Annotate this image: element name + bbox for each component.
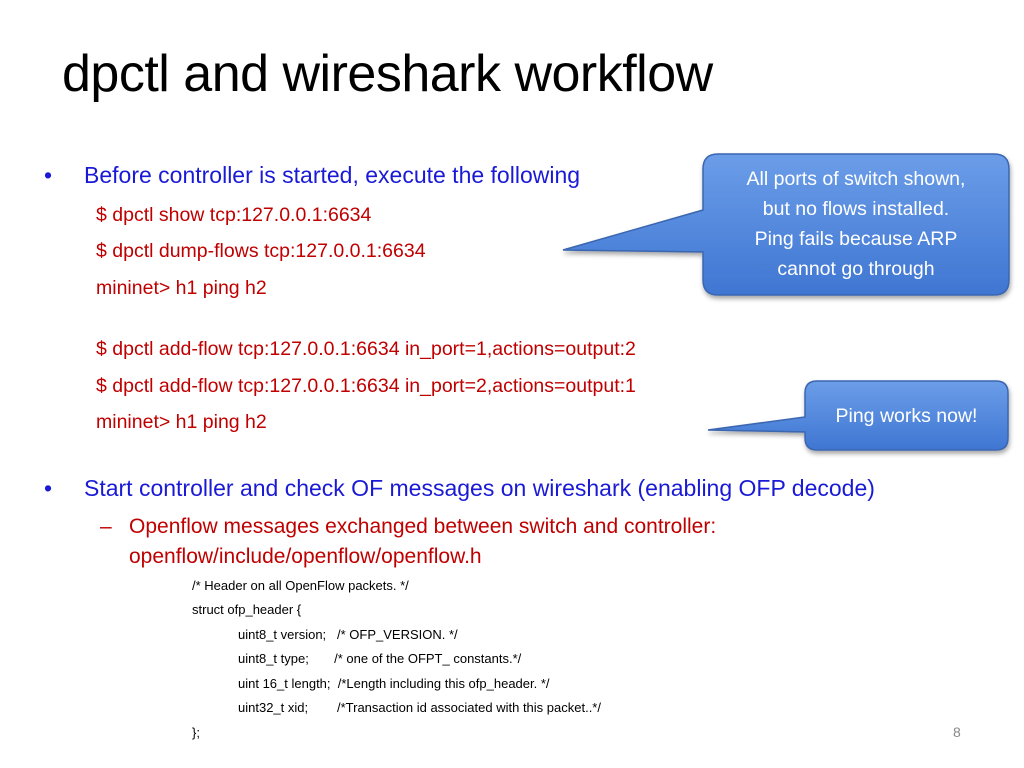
callout-bottom-shape: [707, 380, 1009, 451]
page-number: 8: [953, 724, 961, 740]
command-line: mininet> h1 ping h2: [96, 277, 267, 299]
bullet-text: Start controller and check OF messages o…: [84, 475, 875, 501]
callout-top-shape: [562, 153, 1010, 296]
sub-bullet-path: openflow/include/openflow/openflow.h: [129, 545, 482, 568]
sub-bullet-openflow-messages: –Openflow messages exchanged between swi…: [100, 515, 716, 539]
callout-line: All ports of switch shown,: [746, 168, 966, 190]
command-line: $ dpctl dump-flows tcp:127.0.0.1:6634: [96, 240, 426, 262]
slide-title: dpctl and wireshark workflow: [62, 45, 713, 103]
callout-line: Ping fails because ARP: [754, 228, 958, 250]
code-line: uint8_t type; /* one of the OFPT_ consta…: [238, 651, 522, 666]
code-line: uint 16_t length; /*Length including thi…: [238, 676, 550, 691]
sub-bullet-text: Openflow messages exchanged between swit…: [129, 515, 717, 538]
code-line: };: [192, 725, 200, 740]
code-line: uint32_t xid; /*Transaction id associate…: [238, 700, 601, 715]
callout-line: but no flows installed.: [762, 198, 950, 220]
bullet-item-start-controller: • Start controller and check OF messages …: [44, 475, 875, 502]
callout-line: cannot go through: [777, 258, 935, 280]
command-line: $ dpctl add-flow tcp:127.0.0.1:6634 in_p…: [96, 338, 636, 360]
bullet-item-before-controller: • Before controller is started, execute t…: [44, 162, 580, 189]
callout-top-text: All ports of switch shown, but no flows …: [703, 164, 1009, 284]
bullet-text: Before controller is started, execute th…: [84, 162, 581, 188]
callout-bottom-text: Ping works now!: [835, 405, 978, 427]
code-line: uint8_t version; /* OFP_VERSION. */: [238, 627, 458, 642]
sub-bullet-dash: –: [100, 515, 112, 538]
bullet-dot: •: [44, 162, 53, 188]
command-line: mininet> h1 ping h2: [96, 411, 267, 433]
code-line: struct ofp_header {: [192, 602, 302, 617]
code-line: /* Header on all OpenFlow packets. */: [192, 578, 409, 593]
bullet-dot: •: [44, 475, 53, 501]
command-line: $ dpctl add-flow tcp:127.0.0.1:6634 in_p…: [96, 375, 636, 397]
command-line: $ dpctl show tcp:127.0.0.1:6634: [96, 204, 372, 226]
